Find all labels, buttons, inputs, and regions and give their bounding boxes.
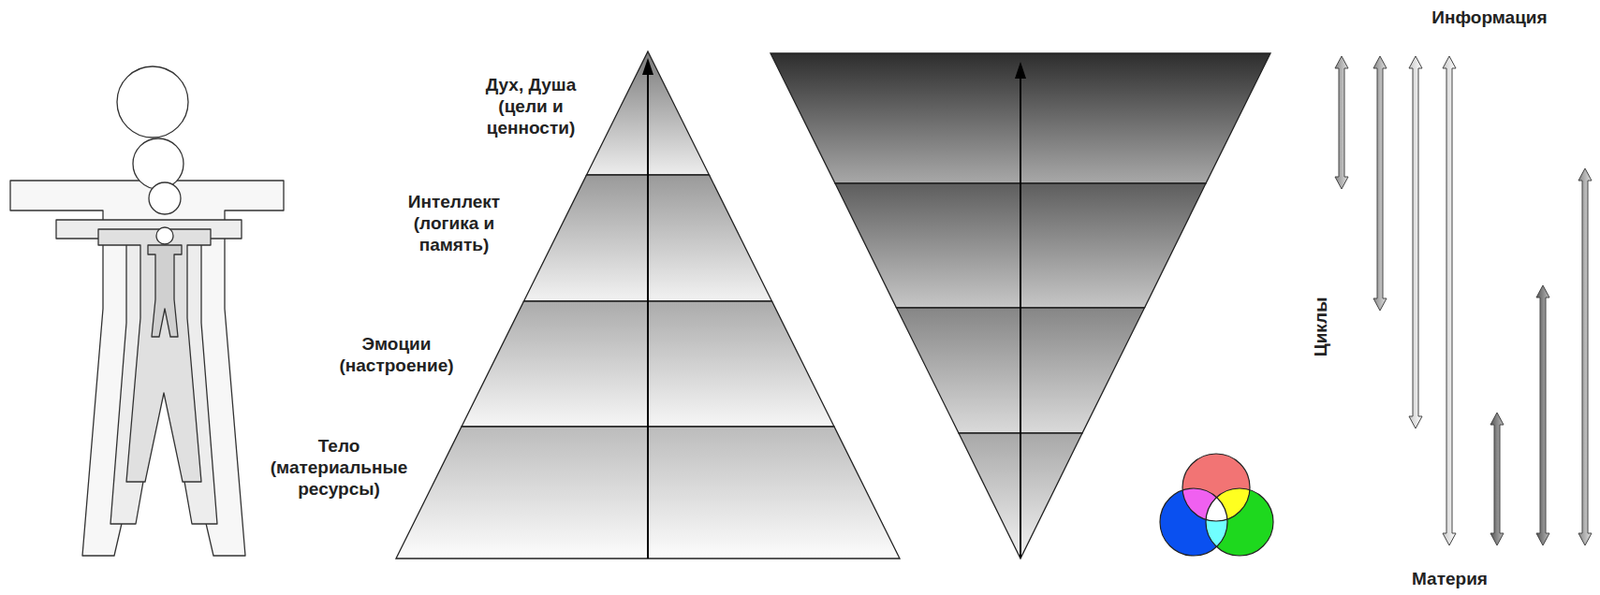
human-figure [10, 66, 284, 557]
middle-head [132, 138, 184, 190]
outer-head [117, 66, 189, 138]
circle-outline [1205, 488, 1274, 557]
circle-outline [1159, 488, 1228, 557]
cycle-arrows [1335, 56, 1592, 546]
arrow-head [642, 58, 654, 75]
inner-head [148, 182, 181, 215]
double-arrow [1578, 168, 1592, 546]
white-overlap [1205, 488, 1274, 557]
double-arrow [1373, 56, 1387, 311]
white-center [1205, 488, 1274, 557]
level-label: Интеллект (логика и память) [398, 191, 510, 256]
axis-label: Информация [1431, 7, 1548, 30]
rgb-circles [1159, 454, 1274, 557]
cyan-overlap [1205, 488, 1274, 557]
axis-label: Материя [1411, 569, 1488, 591]
axis-label: Циклы [1310, 296, 1333, 357]
inverted-arrow [1019, 77, 1022, 559]
inner-body [98, 229, 211, 483]
circle-outline [1182, 454, 1250, 522]
yellow-overlap [1205, 488, 1274, 557]
inverted-pyramid [770, 53, 1271, 559]
double-arrow [1335, 56, 1349, 190]
double-arrow [1536, 285, 1550, 546]
level-label: Тело (материальные ресурсы) [265, 436, 412, 500]
double-arrow [1409, 56, 1423, 429]
middle-body [56, 220, 242, 525]
double-arrow [1442, 56, 1456, 546]
green-circle [1205, 488, 1274, 557]
outer-body [10, 180, 284, 557]
core-head [156, 227, 174, 245]
double-arrow [1490, 412, 1504, 546]
arrow-head [1014, 61, 1027, 79]
level-label: Эмоции (настроение) [328, 334, 465, 378]
core-body [147, 245, 182, 338]
level-label: Дух, Душа (цели и ценности) [478, 74, 584, 139]
pyramid-arrow [646, 73, 649, 559]
